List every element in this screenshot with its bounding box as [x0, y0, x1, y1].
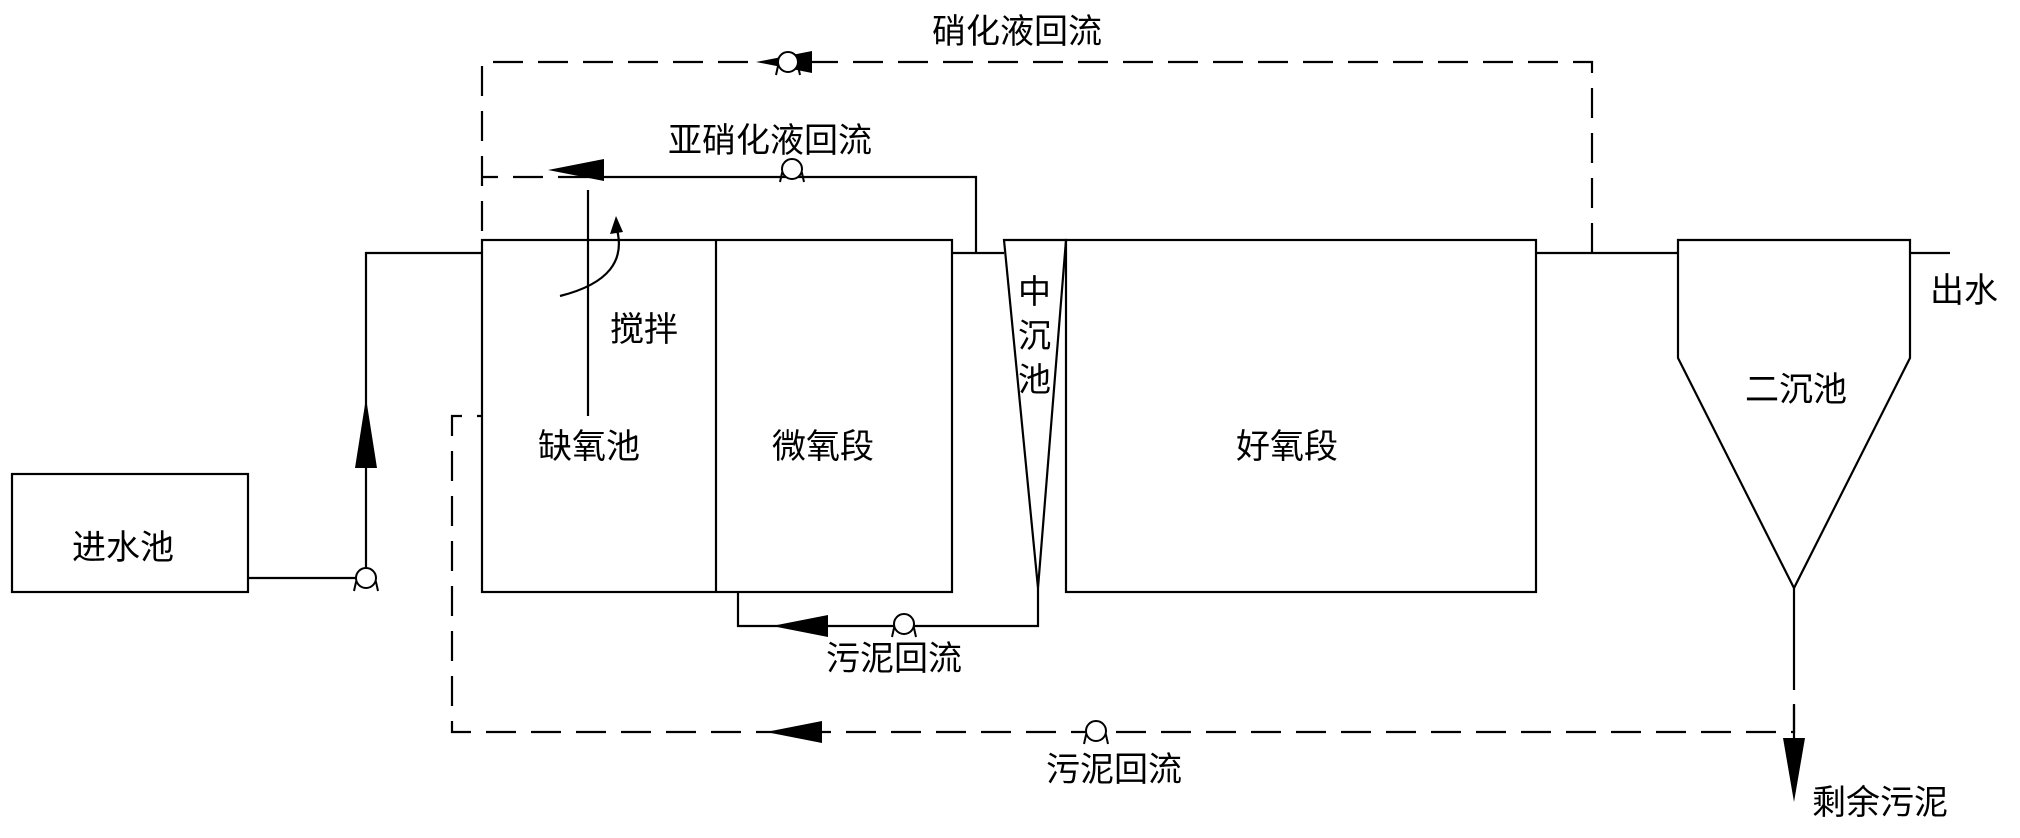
middle-settling-tank-label: 中 沉 池: [1018, 272, 1051, 399]
pump-icon: [891, 613, 917, 638]
nitrification-return-label: 硝化液回流: [932, 12, 1102, 52]
arrow-excess-sludge-down: [1783, 738, 1805, 802]
stirring-label: 搅拌: [610, 310, 678, 350]
pump-icon: [353, 567, 379, 592]
nitrification-return-line: [480, 60, 1594, 253]
middle-settling-tank-shape: [1002, 238, 1068, 589]
secondary-clarifier-shape: [1676, 238, 1912, 591]
arrow-nitrite-return: [548, 159, 604, 181]
sludge-return-outer-line: [450, 414, 1796, 734]
arrow-sludge-return-outer: [766, 721, 822, 743]
inlet-tank-box: [10, 472, 250, 594]
pump-icon: [779, 158, 805, 183]
sludge-return-outer-label: 污泥回流: [1046, 750, 1182, 790]
anoxic-tank-label: 缺氧池: [538, 427, 640, 467]
sludge-return-middle-pipe: [736, 588, 1040, 628]
inlet-tank-label: 进水池: [72, 528, 174, 568]
pump-icon: [1083, 720, 1109, 745]
micro-aerobic-label: 微氧段: [772, 427, 874, 467]
secondary-clarifier-label: 二沉池: [1745, 370, 1847, 410]
effluent-label: 出水: [1930, 271, 1998, 311]
pump-icon: [775, 51, 801, 76]
excess-sludge-label: 剩余污泥: [1812, 783, 1948, 823]
sludge-return-middle-label: 污泥回流: [826, 639, 962, 679]
aerobic-section-label: 好氧段: [1236, 427, 1338, 467]
nitrite-return-solid: [588, 175, 978, 253]
nitrite-return-label: 亚硝化液回流: [668, 121, 872, 161]
arrow-feed-up: [355, 398, 377, 468]
aerobic-section-box: [1064, 238, 1538, 594]
arrow-sludge-return-middle: [772, 615, 828, 637]
stirrer-icon: [559, 190, 623, 416]
